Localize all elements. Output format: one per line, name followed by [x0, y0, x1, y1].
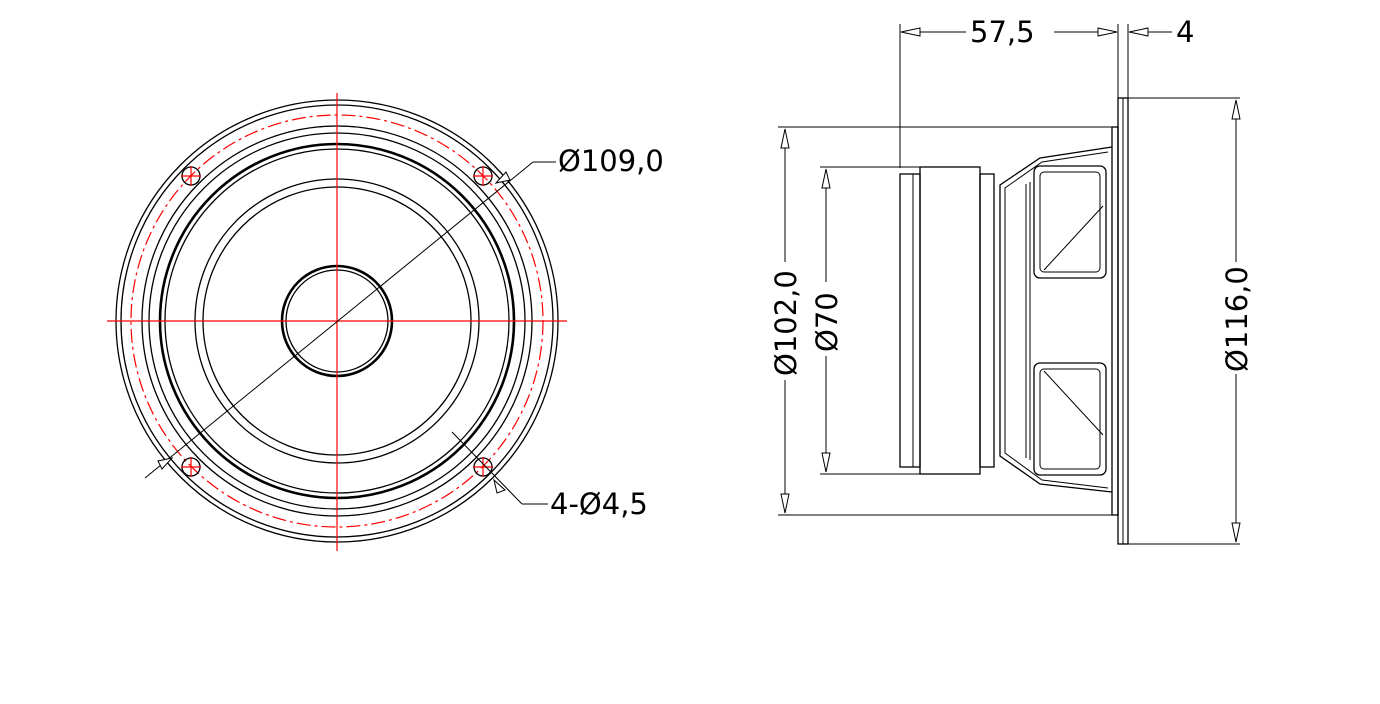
arrow-depth-left [900, 27, 921, 37]
front-view: Ø109,0 4-Ø4,5 [107, 93, 664, 551]
depth-label: 57,5 [970, 15, 1035, 49]
arrow-overall-top [1231, 99, 1241, 120]
arrow-bolt-top [494, 171, 511, 184]
arrow-bolt-bottom [157, 457, 174, 470]
basket-window-top-diag [1043, 205, 1104, 271]
bolt-circle-diameter-label: Ø109,0 [558, 144, 664, 178]
basket-window-bottom-inner [1039, 368, 1101, 470]
arrow-hole [493, 478, 506, 494]
arrow-flange-right [1128, 27, 1149, 37]
basket-window-top [1033, 165, 1107, 279]
top-plate [979, 173, 995, 468]
side-view: 57,5 4 Ø102,0 Ø70 Ø116,0 [769, 15, 1254, 545]
arrow-magnet-top [821, 168, 831, 189]
basket-window-top-inner [1039, 171, 1101, 273]
arrow-basket-top [780, 128, 790, 149]
basket-outline [999, 146, 1113, 493]
magnet-body [919, 166, 981, 475]
magnet-diameter-label: Ø70 [810, 292, 844, 352]
basket-window-bottom-diag [1043, 370, 1104, 436]
mounting-holes-label: 4-Ø4,5 [550, 487, 648, 521]
arrow-magnet-bottom [821, 452, 831, 473]
basket-window-bottom [1033, 362, 1107, 476]
back-plate [899, 173, 921, 468]
arrow-overall-bottom [1231, 522, 1241, 543]
flange-thickness-label: 4 [1176, 15, 1194, 49]
basket-rim [1111, 126, 1119, 516]
overall-diameter-label: Ø116,0 [1220, 266, 1254, 372]
bolt-circle-dimension-line [144, 161, 534, 479]
basket-outline-inner [1004, 151, 1109, 489]
mounting-hole-leader [451, 431, 523, 505]
basket-diameter-label: Ø102,0 [769, 270, 803, 376]
arrow-depth-right [1097, 27, 1118, 37]
arrow-basket-bottom [780, 493, 790, 514]
